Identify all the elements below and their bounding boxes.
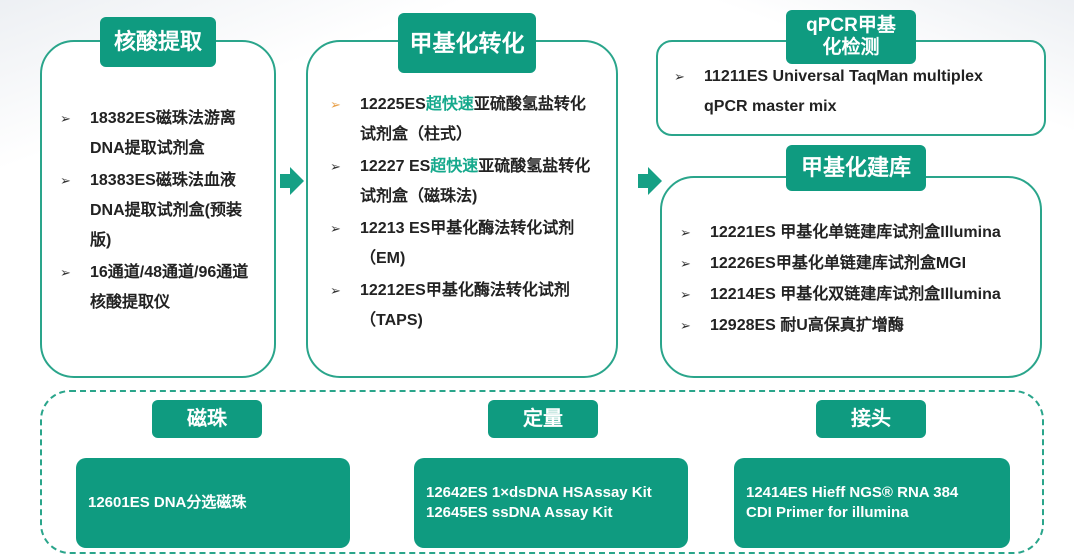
qpcr-list: ➢ 11211ES Universal TaqMan multiplex qPC… [674,62,1014,122]
library-item: ➢ 12928ES 耐U高保真扩增酶 [680,311,1030,341]
arrow-right-icon [638,167,662,195]
conversion-item: ➢ 12227 ES超快速亚硫酸氢盐转化试剂盒（磁珠法) [330,152,600,212]
bullet-icon: ➢ [680,318,691,333]
bullet-icon: ➢ [680,287,691,302]
conversion-title: 甲基化转化 [398,13,536,73]
extraction-title: 核酸提取 [100,17,216,67]
library-list: ➢ 12221ES 甲基化单链建库试剂盒Illumina ➢ 12226ES甲基… [680,218,1030,341]
extraction-item: ➢ 16通道/48通道/96通道核酸提取仪 [60,258,260,318]
conversion-item: ➢ 12213 ES甲基化酶法转化试剂（EM) [330,214,600,274]
adapter-title: 接头 [816,400,926,438]
library-item: ➢ 12226ES甲基化单链建库试剂盒MGI [680,249,1030,279]
conversion-item: ➢ 12225ES超快速亚硫酸氢盐转化试剂盒（柱式） [330,90,600,150]
bullet-icon: ➢ [680,225,691,240]
beads-product: 12601ES DNA分选磁珠 [76,458,350,548]
quant-product: 12642ES 1×dsDNA HSAssay Kit 12645ES ssDN… [414,458,688,548]
bullet-icon: ➢ [60,265,71,280]
conversion-list: ➢ 12225ES超快速亚硫酸氢盐转化试剂盒（柱式） ➢ 12227 ES超快速… [330,90,600,336]
bullet-icon: ➢ [330,159,341,174]
beads-title: 磁珠 [152,400,262,438]
bullet-icon: ➢ [60,111,71,126]
library-item: ➢ 12221ES 甲基化单链建库试剂盒Illumina [680,218,1030,248]
extraction-list: ➢ 18382ES磁珠法游离DNA提取试剂盒 ➢ 18383ES磁珠法血液DNA… [60,104,260,318]
bullet-icon: ➢ [674,69,685,84]
extraction-card [40,40,276,378]
bullet-icon: ➢ [680,256,691,271]
arrow-right-icon [280,167,304,195]
conversion-item: ➢ 12212ES甲基化酶法转化试剂（TAPS) [330,276,600,336]
library-title: 甲基化建库 [786,145,926,191]
bullet-icon: ➢ [330,97,341,112]
bullet-icon: ➢ [330,221,341,236]
accessories-container [40,390,1044,554]
extraction-item: ➢ 18382ES磁珠法游离DNA提取试剂盒 [60,104,260,164]
qpcr-item: ➢ 11211ES Universal TaqMan multiplex qPC… [674,62,1014,122]
extraction-item: ➢ 18383ES磁珠法血液DNA提取试剂盒(预装版) [60,166,260,256]
bullet-icon: ➢ [330,283,341,298]
qpcr-title: qPCR甲基 化检测 [786,10,916,64]
conversion-card [306,40,618,378]
library-item: ➢ 12214ES 甲基化双链建库试剂盒Illumina [680,280,1030,310]
library-card [660,176,1042,378]
adapter-product: 12414ES Hieff NGS® RNA 384 CDI Primer fo… [734,458,1010,548]
quant-title: 定量 [488,400,598,438]
bullet-icon: ➢ [60,173,71,188]
